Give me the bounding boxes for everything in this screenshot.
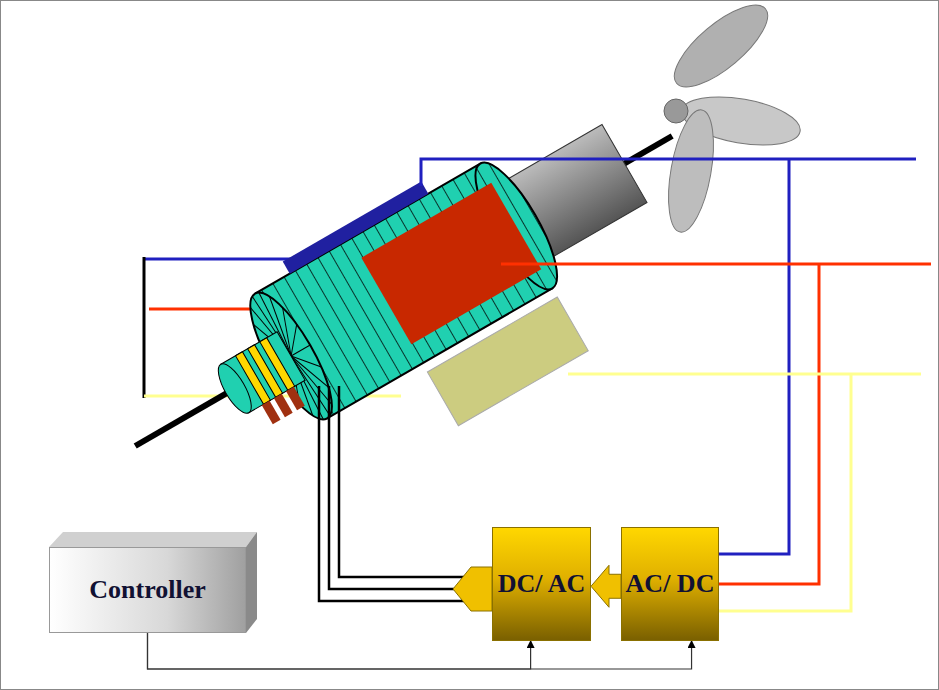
controller-side (246, 532, 257, 633)
rotor-wire (339, 386, 471, 577)
power-flow-arrow (591, 565, 621, 607)
rotor-wire (319, 386, 471, 601)
grid-wire (709, 374, 851, 611)
stator-wire (144, 258, 306, 261)
output-arrow (453, 567, 492, 611)
propeller (661, 1, 804, 236)
node-label: AC/ DC (626, 569, 715, 599)
node-label: DC/ AC (498, 569, 585, 599)
converter-box: DC/ AC (492, 527, 591, 641)
control-line (148, 633, 531, 669)
stator-wire (568, 373, 921, 376)
grid-wire (709, 159, 789, 554)
grid-wire (709, 264, 819, 584)
slip-ring (260, 338, 295, 390)
converter-box: AC/ DC (621, 527, 719, 641)
node-label: Controller (89, 575, 206, 605)
rotor-wire (329, 386, 466, 589)
brush (286, 387, 305, 411)
stator-link (143, 257, 146, 398)
controller-box: Controller (49, 547, 246, 633)
controller-top (49, 532, 257, 547)
stator-wire (501, 263, 931, 266)
generator (92, 62, 744, 571)
stator-wire (421, 159, 916, 186)
control-line (148, 633, 692, 669)
